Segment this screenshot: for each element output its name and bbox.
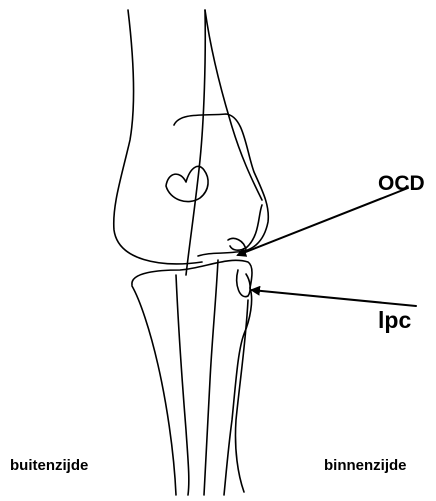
ulna-inner — [204, 260, 218, 495]
label-lpc: lpc — [378, 307, 411, 333]
label-left-side: buitenzijde — [10, 457, 88, 474]
label-right-side: binnenzijde — [324, 457, 407, 474]
coronoid-process — [237, 270, 250, 297]
ocd-arrow — [238, 188, 408, 255]
humerus-center-line — [186, 10, 205, 275]
radius-inner — [176, 275, 189, 495]
joint-line — [132, 260, 252, 288]
radius-head — [132, 286, 176, 495]
label-ocd: OCD — [378, 172, 425, 195]
lpc-arrow — [252, 290, 416, 306]
humerus-left-outline — [114, 10, 202, 264]
fossa-outline — [166, 166, 208, 201]
ulna-right-shaft — [235, 300, 248, 492]
